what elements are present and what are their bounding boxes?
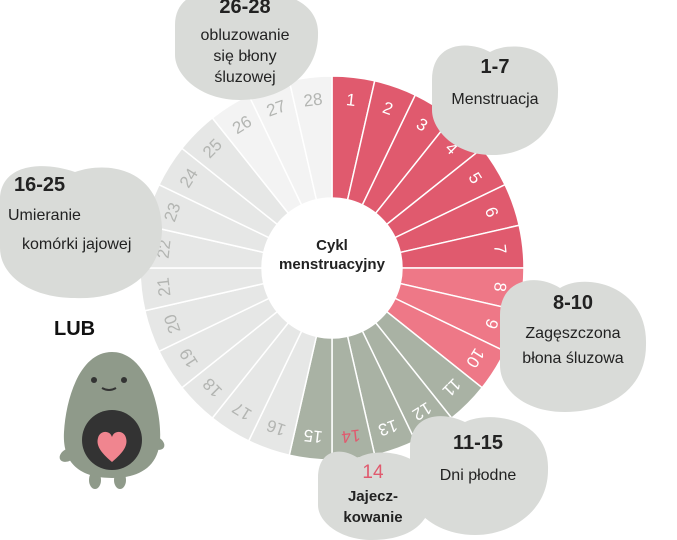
phase-fertile-range: 11-15 [452, 432, 504, 454]
phase-shedding-line1: obluzowanie [200, 27, 290, 44]
phase-dying-range: 16-25 [14, 174, 66, 196]
day-segment-28 [288, 75, 333, 201]
phase-thickened: 8-10 Zagęszczona błona śluzowa [500, 292, 646, 369]
egg-mascot [59, 352, 165, 489]
day-label-21: 21 [154, 276, 175, 297]
phase-thickened-line2: błona śluzowa [522, 350, 624, 367]
phase-ovulation-day: 14 [362, 462, 384, 483]
phase-menstruation: 1-7 Menstruacja [432, 56, 558, 110]
phase-ovulation: 14 Jajecz- kowanie [318, 462, 428, 528]
day-label-28: 28 [303, 90, 324, 111]
center-label-line2: menstruacyjny [279, 256, 385, 273]
phase-dying-line1: Umieranie [8, 207, 81, 224]
phase-shedding-line3: śluzowej [214, 69, 276, 86]
phase-fertile: 11-15 Dni płodne [410, 432, 546, 486]
day-label-1: 1 [345, 90, 357, 110]
heart-icon [97, 431, 127, 462]
day-label-15: 15 [303, 425, 324, 446]
phase-dying-line2: komórki jajowej [22, 236, 132, 253]
bubble-shedding [175, 0, 319, 100]
phase-fertile-text: Dni płodne [439, 467, 517, 484]
bubble-thickened [500, 280, 647, 412]
bubble-fertile [410, 416, 549, 535]
phase-menstruation-range: 1-7 [480, 56, 510, 78]
bubble-menstruation [432, 45, 559, 155]
day-label-14: 14 [340, 425, 361, 446]
day-label-7: 7 [490, 243, 510, 255]
bubble-ovulation [318, 451, 432, 540]
phase-shedding-range: 26-28 [219, 0, 271, 18]
center-label: Cykl menstruacyjny [262, 236, 402, 274]
phase-shedding: 26-28 obluzowanie się błony śluzowej [170, 0, 320, 88]
phase-thickened-range: 8-10 [552, 292, 594, 314]
phase-menstruation-text: Menstruacja [451, 91, 539, 108]
day-label-8: 8 [490, 281, 510, 293]
phase-thickened-line1: Zagęszczona [525, 325, 621, 342]
phase-shedding-line2: się błony [213, 48, 277, 65]
bubble-dying [0, 166, 162, 299]
phase-ovulation-line1: Jajecz- [347, 488, 399, 505]
center-label-line1: Cykl [316, 237, 348, 254]
phase-dying: 16-25 Umieranie komórki jajowej [0, 174, 160, 255]
phase-ovulation-line2: kowanie [343, 509, 403, 526]
wheel-center [264, 200, 400, 336]
or-label: LUB [54, 318, 96, 340]
